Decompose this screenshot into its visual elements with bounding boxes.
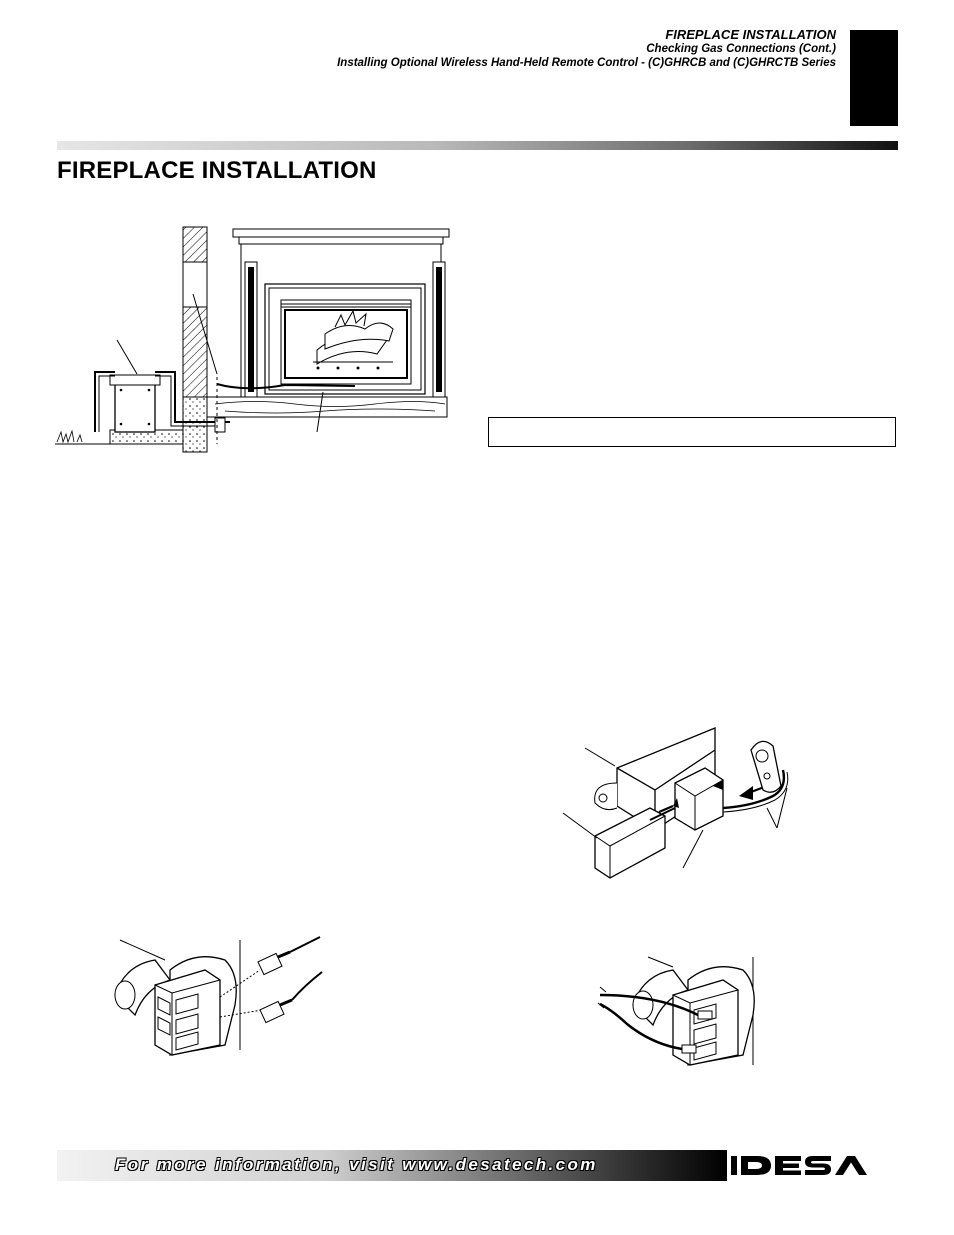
- desa-logo: [727, 1150, 898, 1181]
- footer-gradient-bar: [57, 1150, 727, 1181]
- header-subtitle-1: Checking Gas Connections (Cont.): [646, 43, 836, 55]
- page-header: FIREPLACE INSTALLATION Checking Gas Conn…: [337, 28, 836, 70]
- header-subtitle-2: Installing Optional Wireless Hand-Held R…: [337, 57, 836, 69]
- note-box: [488, 417, 896, 447]
- header-gradient-bar: [57, 141, 898, 150]
- remote-receiver-battery-illustration: [562, 727, 789, 879]
- footer-website-text: For more information, visit www.desatech…: [115, 1155, 598, 1174]
- section-title: FIREPLACE INSTALLATION: [57, 157, 377, 184]
- desa-logo-mark: [731, 1156, 867, 1175]
- header-tab-block: [850, 30, 898, 126]
- header-title: FIREPLACE INSTALLATION: [665, 27, 836, 42]
- valve-terminal-wires-connected-illustration: [597, 956, 755, 1066]
- fireplace-gas-connection-illustration: [55, 226, 450, 453]
- valve-terminal-wires-detached-illustration: [114, 936, 323, 1056]
